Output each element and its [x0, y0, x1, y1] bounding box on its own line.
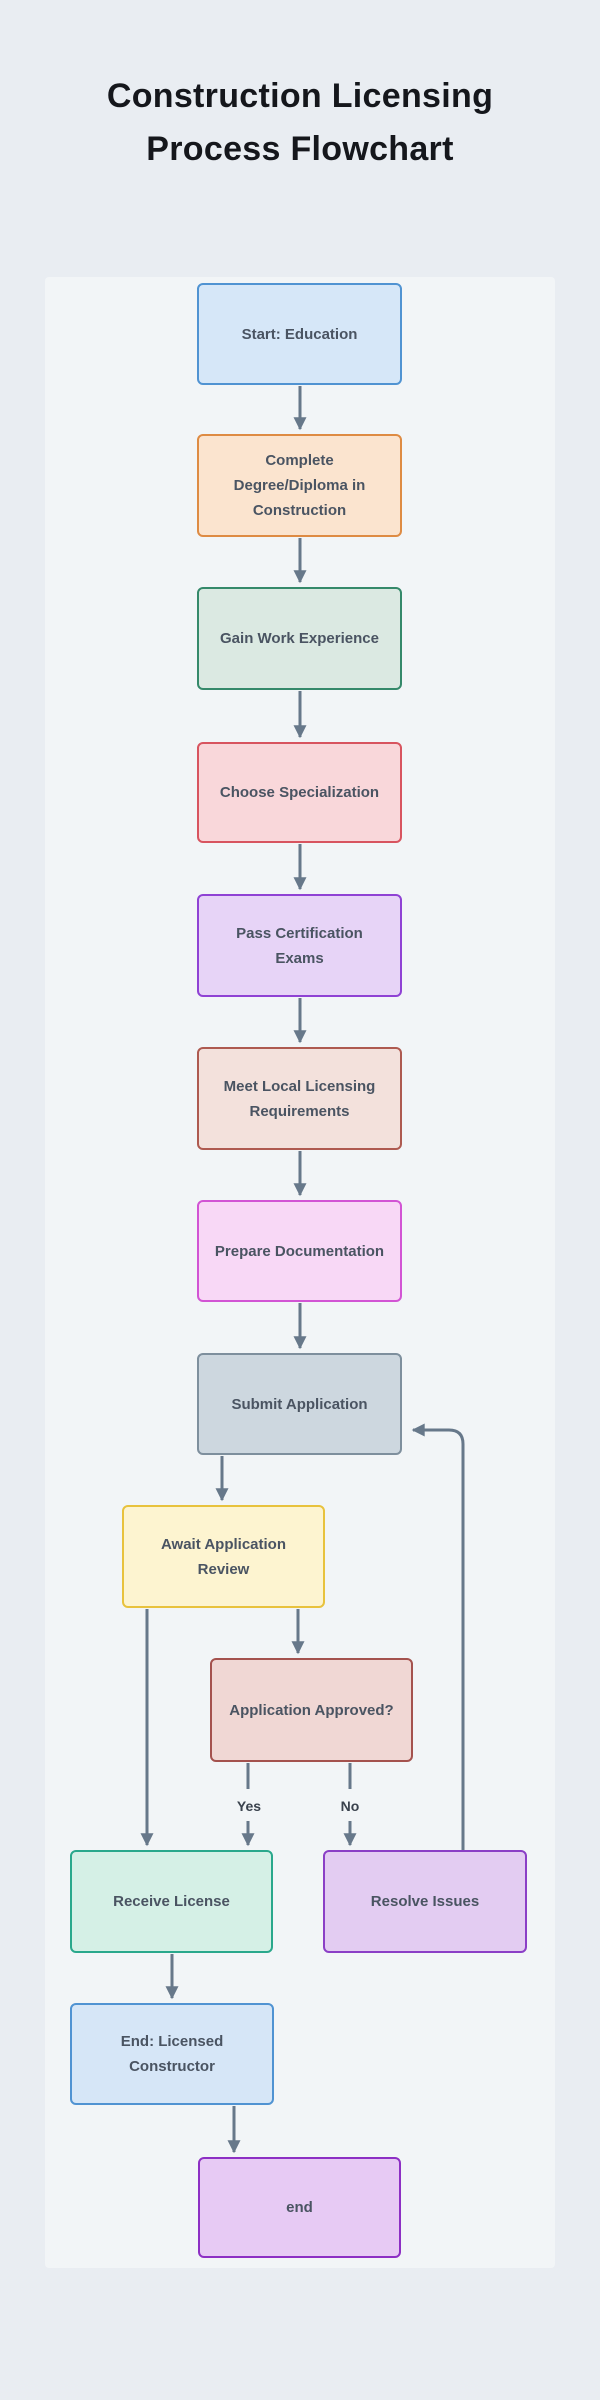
node-label: Receive License: [113, 1893, 230, 1910]
node-label: Pass Certification Exams: [236, 924, 363, 967]
node-prepare-documentation: Prepare Documentation: [197, 1200, 402, 1302]
node-label: Prepare Documentation: [214, 1242, 385, 1260]
node-gain-work-experience: Gain Work Experience: [197, 587, 402, 690]
node-end: end: [198, 2157, 401, 2258]
node-meet-local-licensing-requirements: Meet Local Licensing Requirements: [197, 1047, 402, 1150]
node-pass-certification-exams: Pass Certification Exams: [197, 894, 402, 997]
edge-label-yes: Yes: [236, 1798, 262, 1814]
node-submit-application: Submit Application: [197, 1353, 402, 1455]
node-label: Choose Specialization: [219, 784, 380, 801]
node-application-approved: Application Approved?: [210, 1658, 413, 1762]
node-label: end: [286, 2199, 313, 2216]
node-start-education: Start: Education: [197, 283, 402, 385]
node-label: Await Application Review: [160, 1535, 286, 1578]
node-label: Complete Degree/Diploma in Construction: [233, 452, 366, 519]
edge-label-no: No: [340, 1798, 360, 1814]
page-title: Construction Licensing Process Flowchart: [106, 77, 494, 168]
node-resolve-issues: Resolve Issues: [323, 1850, 527, 1953]
node-label: Start: Education: [241, 325, 358, 343]
node-choose-specialization: Choose Specialization: [197, 742, 402, 843]
node-await-application-review: Await Application Review: [122, 1505, 325, 1608]
node-label: End: Licensed Constructor: [120, 2033, 224, 2075]
node-complete-degree: Complete Degree/Diploma in Construction: [197, 434, 402, 537]
node-label: Resolve Issues: [370, 1893, 480, 1910]
node-label: Meet Local Licensing Requirements: [223, 1077, 376, 1120]
node-end-licensed-constructor: End: Licensed Constructor: [70, 2003, 274, 2105]
node-receive-license: Receive License: [70, 1850, 273, 1953]
node-label: Submit Application: [231, 1395, 368, 1413]
node-label: Application Approved?: [229, 1701, 394, 1719]
node-label: Gain Work Experience: [220, 630, 379, 647]
